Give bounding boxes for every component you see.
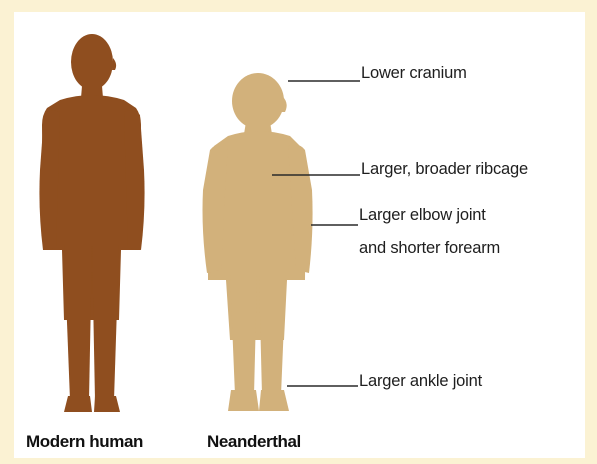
elbow-label-line1: Larger elbow joint xyxy=(359,207,486,224)
modern-human-head xyxy=(71,34,113,90)
neanderthal-caption: Neanderthal xyxy=(207,433,301,450)
ankle-label: Larger ankle joint xyxy=(359,373,482,390)
neanderthal-left-leg xyxy=(230,275,257,395)
modern-human-left-leg xyxy=(64,245,92,400)
modern-human-right-foot xyxy=(94,396,120,412)
neanderthal-right-leg xyxy=(259,275,286,395)
neanderthal-silhouette xyxy=(203,73,313,411)
modern-human-silhouette xyxy=(39,34,144,412)
modern-human-caption: Modern human xyxy=(26,433,143,450)
modern-human-right-leg xyxy=(92,245,119,400)
neanderthal-right-foot xyxy=(259,390,289,411)
modern-human-left-foot xyxy=(64,396,92,412)
elbow-label-line2: and shorter forearm xyxy=(359,240,500,257)
ribcage-label: Larger, broader ribcage xyxy=(361,161,528,178)
neanderthal-left-foot xyxy=(228,390,259,411)
neanderthal-head xyxy=(232,73,284,129)
cranium-label: Lower cranium xyxy=(361,65,467,82)
